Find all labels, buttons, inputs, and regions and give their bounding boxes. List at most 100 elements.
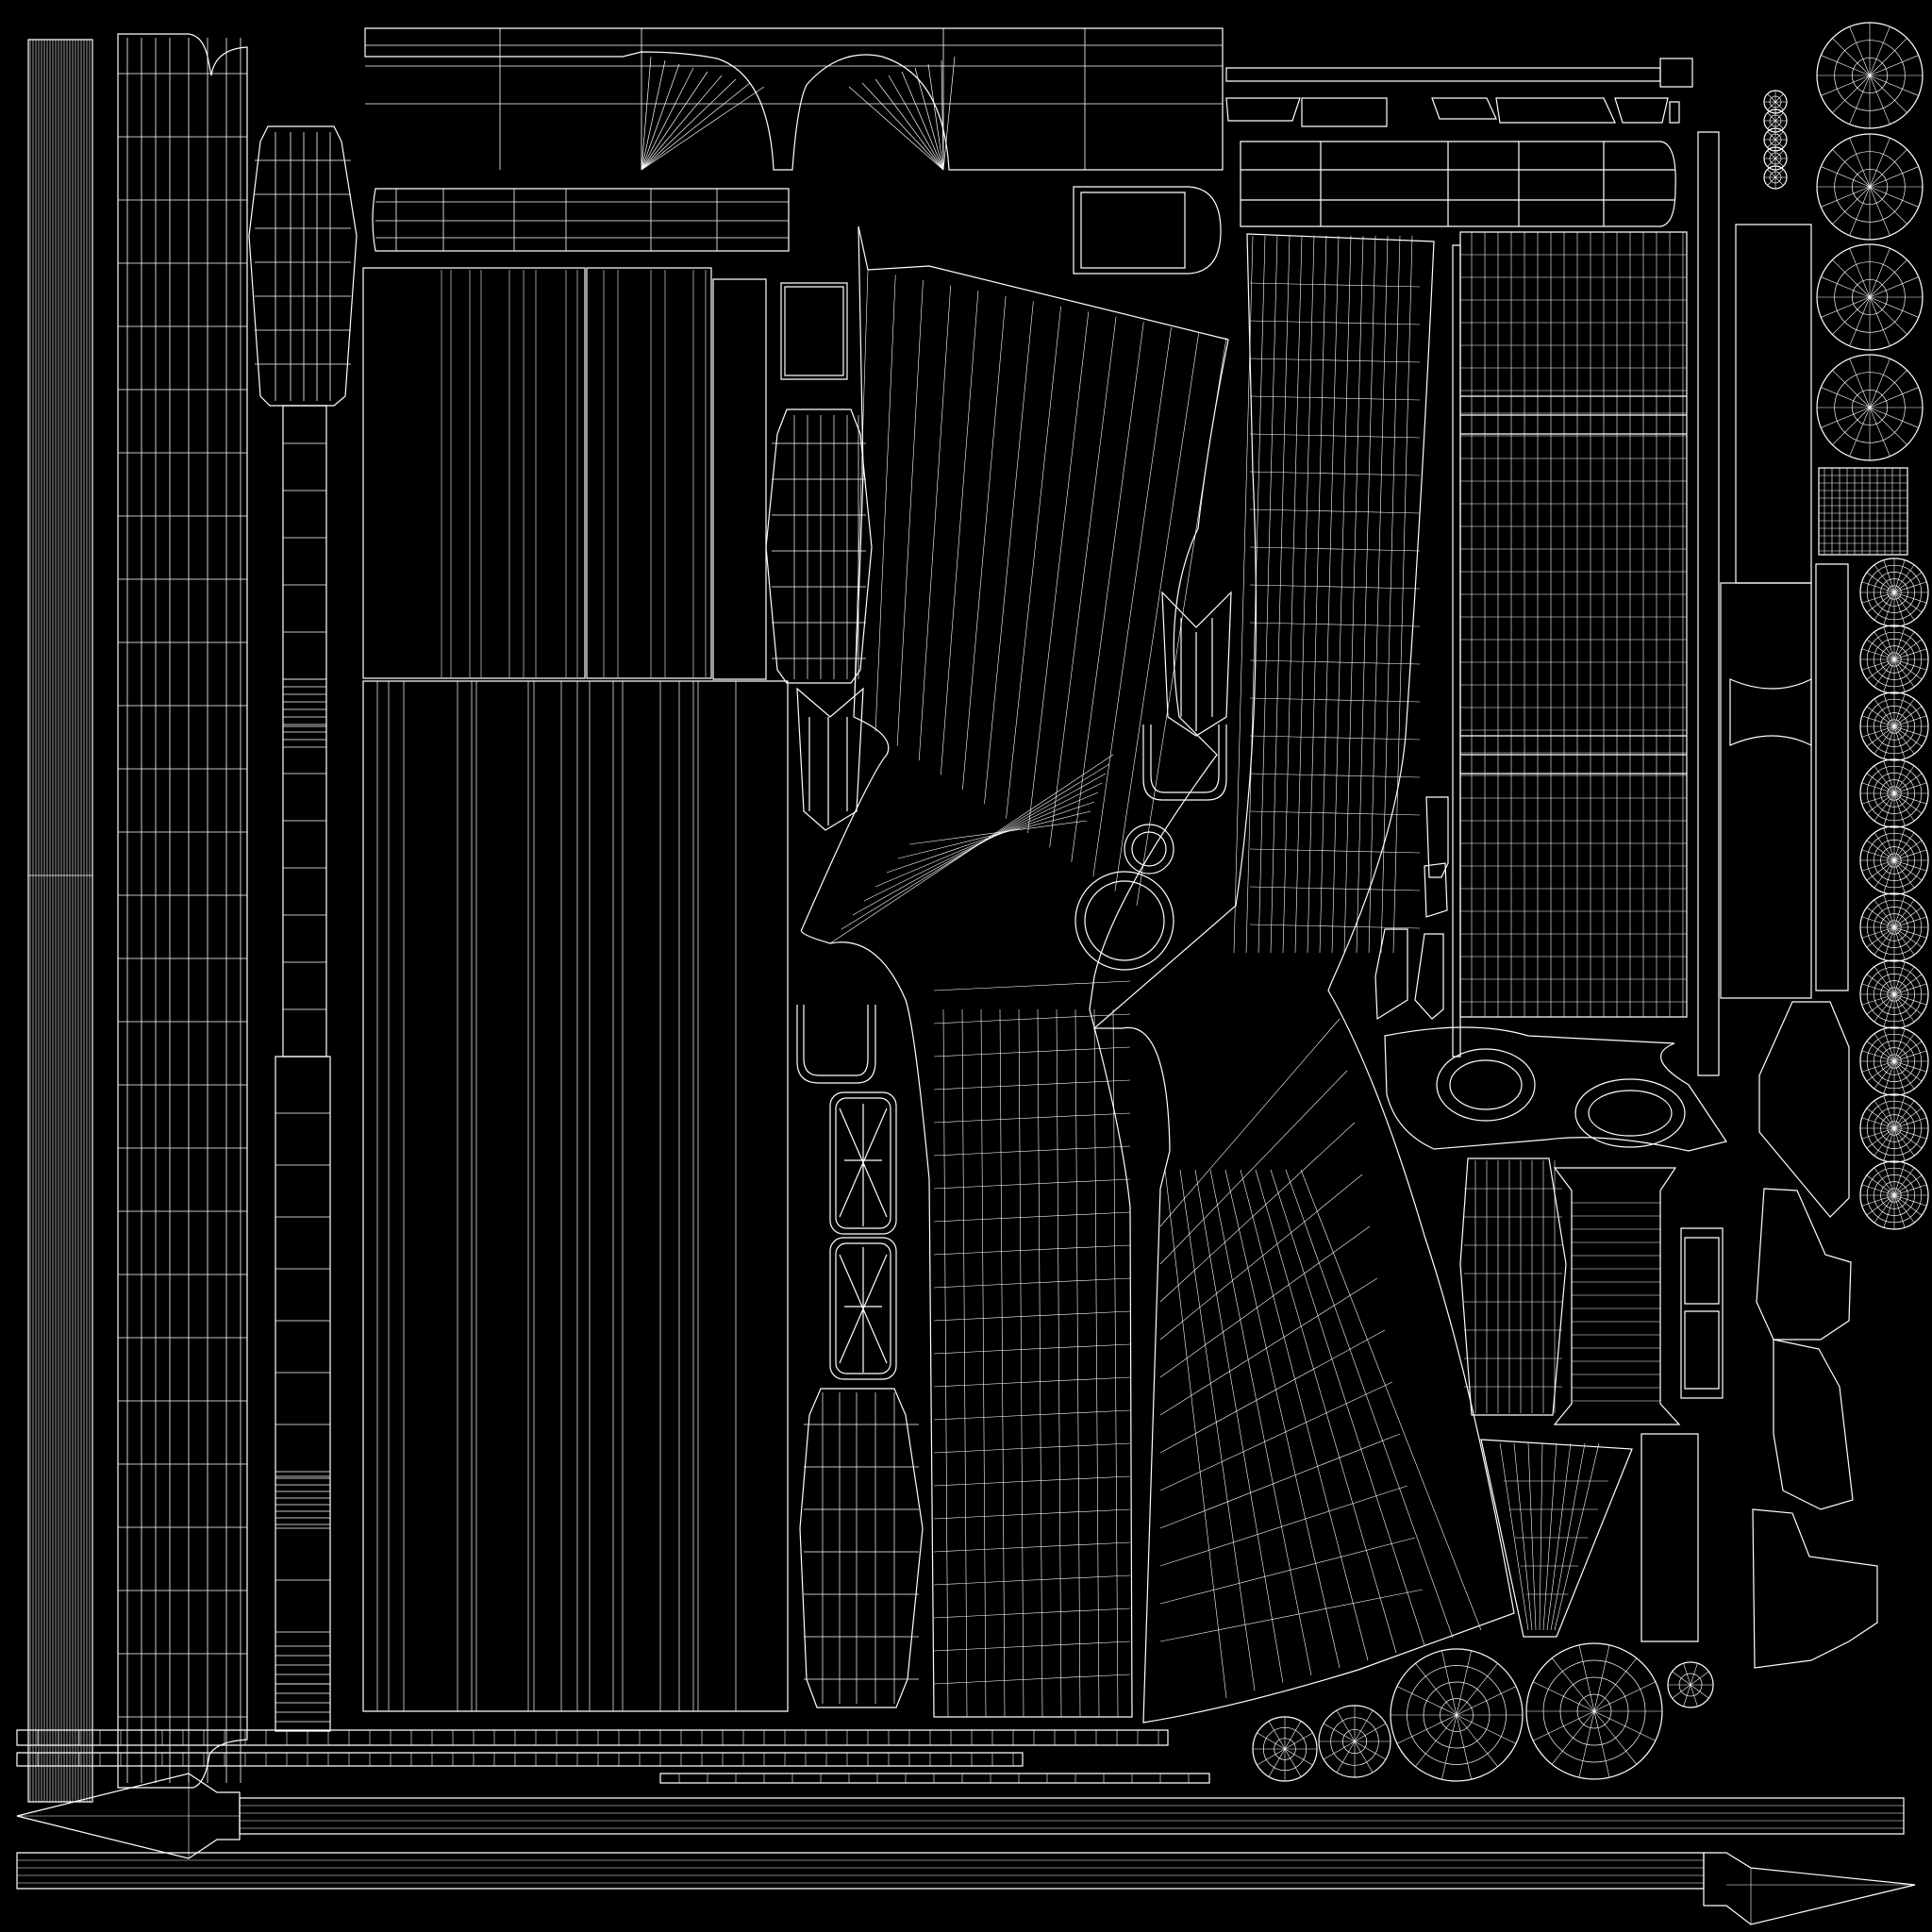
wire-line (1884, 895, 1894, 927)
wire-line (1075, 1009, 1080, 1717)
wire-line (1894, 1061, 1914, 1089)
wire-line (934, 1410, 1130, 1420)
wire-line (1894, 649, 1926, 659)
wire-line (1160, 1278, 1377, 1415)
wire-line (1884, 994, 1894, 1026)
wire-line (1093, 327, 1172, 876)
wire-line (1867, 707, 1894, 726)
wire-line (1894, 994, 1926, 1005)
goggles-piece (1385, 1027, 1726, 1151)
wire-line (1050, 317, 1116, 848)
wire-line (1894, 560, 1905, 592)
wire-line (1337, 1710, 1355, 1741)
wire-line (1775, 170, 1783, 177)
wire-line (1355, 1741, 1373, 1773)
wire-line (1457, 1715, 1516, 1743)
wire-line (1862, 994, 1894, 1005)
wire-line (1369, 236, 1388, 953)
wire-line (1324, 1741, 1355, 1759)
wire-line (1862, 1128, 1894, 1139)
wire-line (1894, 927, 1905, 959)
wire-line (1894, 659, 1914, 687)
wire-line (1894, 1061, 1922, 1081)
wire-line (887, 802, 1094, 873)
wire-line (1884, 726, 1894, 758)
wire-line (1874, 793, 1894, 821)
wire-line (1894, 592, 1914, 620)
wire-line (1894, 1118, 1926, 1128)
wire-line (1894, 1195, 1926, 1206)
wire-line (943, 1009, 948, 1717)
wire-line (934, 1245, 1130, 1255)
wire-line (1850, 408, 1870, 457)
wire-line (1160, 1226, 1370, 1377)
wire-line (1870, 277, 1919, 297)
wire-line (1870, 75, 1919, 95)
wire-line (1250, 434, 1420, 438)
wire-line (1295, 236, 1314, 953)
wire-line (1884, 560, 1894, 592)
wire-line (1870, 297, 1919, 317)
wire-line (1874, 1034, 1894, 1061)
wire-line (1850, 358, 1870, 408)
wire-line (984, 301, 1033, 804)
wire-line (1271, 236, 1290, 953)
wire-line (1894, 659, 1922, 679)
wire-line (1533, 1682, 1594, 1711)
wire-line (1894, 1051, 1926, 1061)
wire-line (641, 57, 651, 170)
wire-line (1894, 984, 1926, 994)
wire-line (1250, 472, 1420, 475)
wire-line (1457, 1663, 1498, 1715)
wire-line (1870, 297, 1907, 335)
wire-line (1285, 1733, 1312, 1749)
wire-line (1884, 1195, 1894, 1227)
wire-line (1867, 592, 1894, 612)
wire-line (1894, 1034, 1914, 1061)
barrel-piece-top (766, 409, 872, 683)
wire-line (1894, 774, 1922, 793)
wire-line (1862, 649, 1894, 659)
wire-line (1894, 707, 1922, 726)
wire-line (1870, 259, 1907, 297)
wire-line (1894, 1175, 1922, 1195)
wire-line (1874, 699, 1894, 726)
wire-line (1874, 860, 1894, 888)
wire-line (1894, 793, 1914, 821)
wire-line (1894, 592, 1926, 603)
wire-line (1594, 1711, 1609, 1777)
wire-line (1867, 1108, 1894, 1128)
wire-line (1874, 1101, 1894, 1128)
wire-line (1894, 828, 1905, 860)
wire-line (1850, 26, 1870, 75)
upper-panel (363, 268, 766, 679)
wire-line (1874, 927, 1894, 955)
wire-line (1038, 1009, 1042, 1717)
wire-line (1894, 908, 1922, 927)
wire-line (1870, 187, 1890, 236)
wire-line (1884, 592, 1894, 625)
wire-line (934, 1377, 1130, 1387)
wire-line (1870, 138, 1890, 187)
wire-line (1884, 1096, 1894, 1128)
wire-line (1894, 659, 1905, 691)
wire-line (1867, 659, 1894, 679)
wire-line (1867, 974, 1894, 994)
wire-line (1894, 726, 1914, 754)
wire-line (1690, 1685, 1708, 1698)
wire-line (1768, 113, 1775, 121)
wire-line (1874, 1128, 1894, 1156)
wire-line (1768, 151, 1775, 158)
wire-line (1768, 158, 1775, 166)
wire-line (1285, 1749, 1301, 1776)
tall-block-right (1721, 225, 1811, 998)
barrel-piece-bottom (800, 1389, 923, 1707)
wire-line (1332, 236, 1351, 953)
wire-line (1180, 1170, 1255, 1690)
wire-line (1894, 761, 1905, 793)
wire-line (1832, 149, 1870, 187)
wire-line (1894, 1096, 1905, 1128)
wire-line (943, 57, 955, 170)
wire-line (1884, 1128, 1894, 1160)
